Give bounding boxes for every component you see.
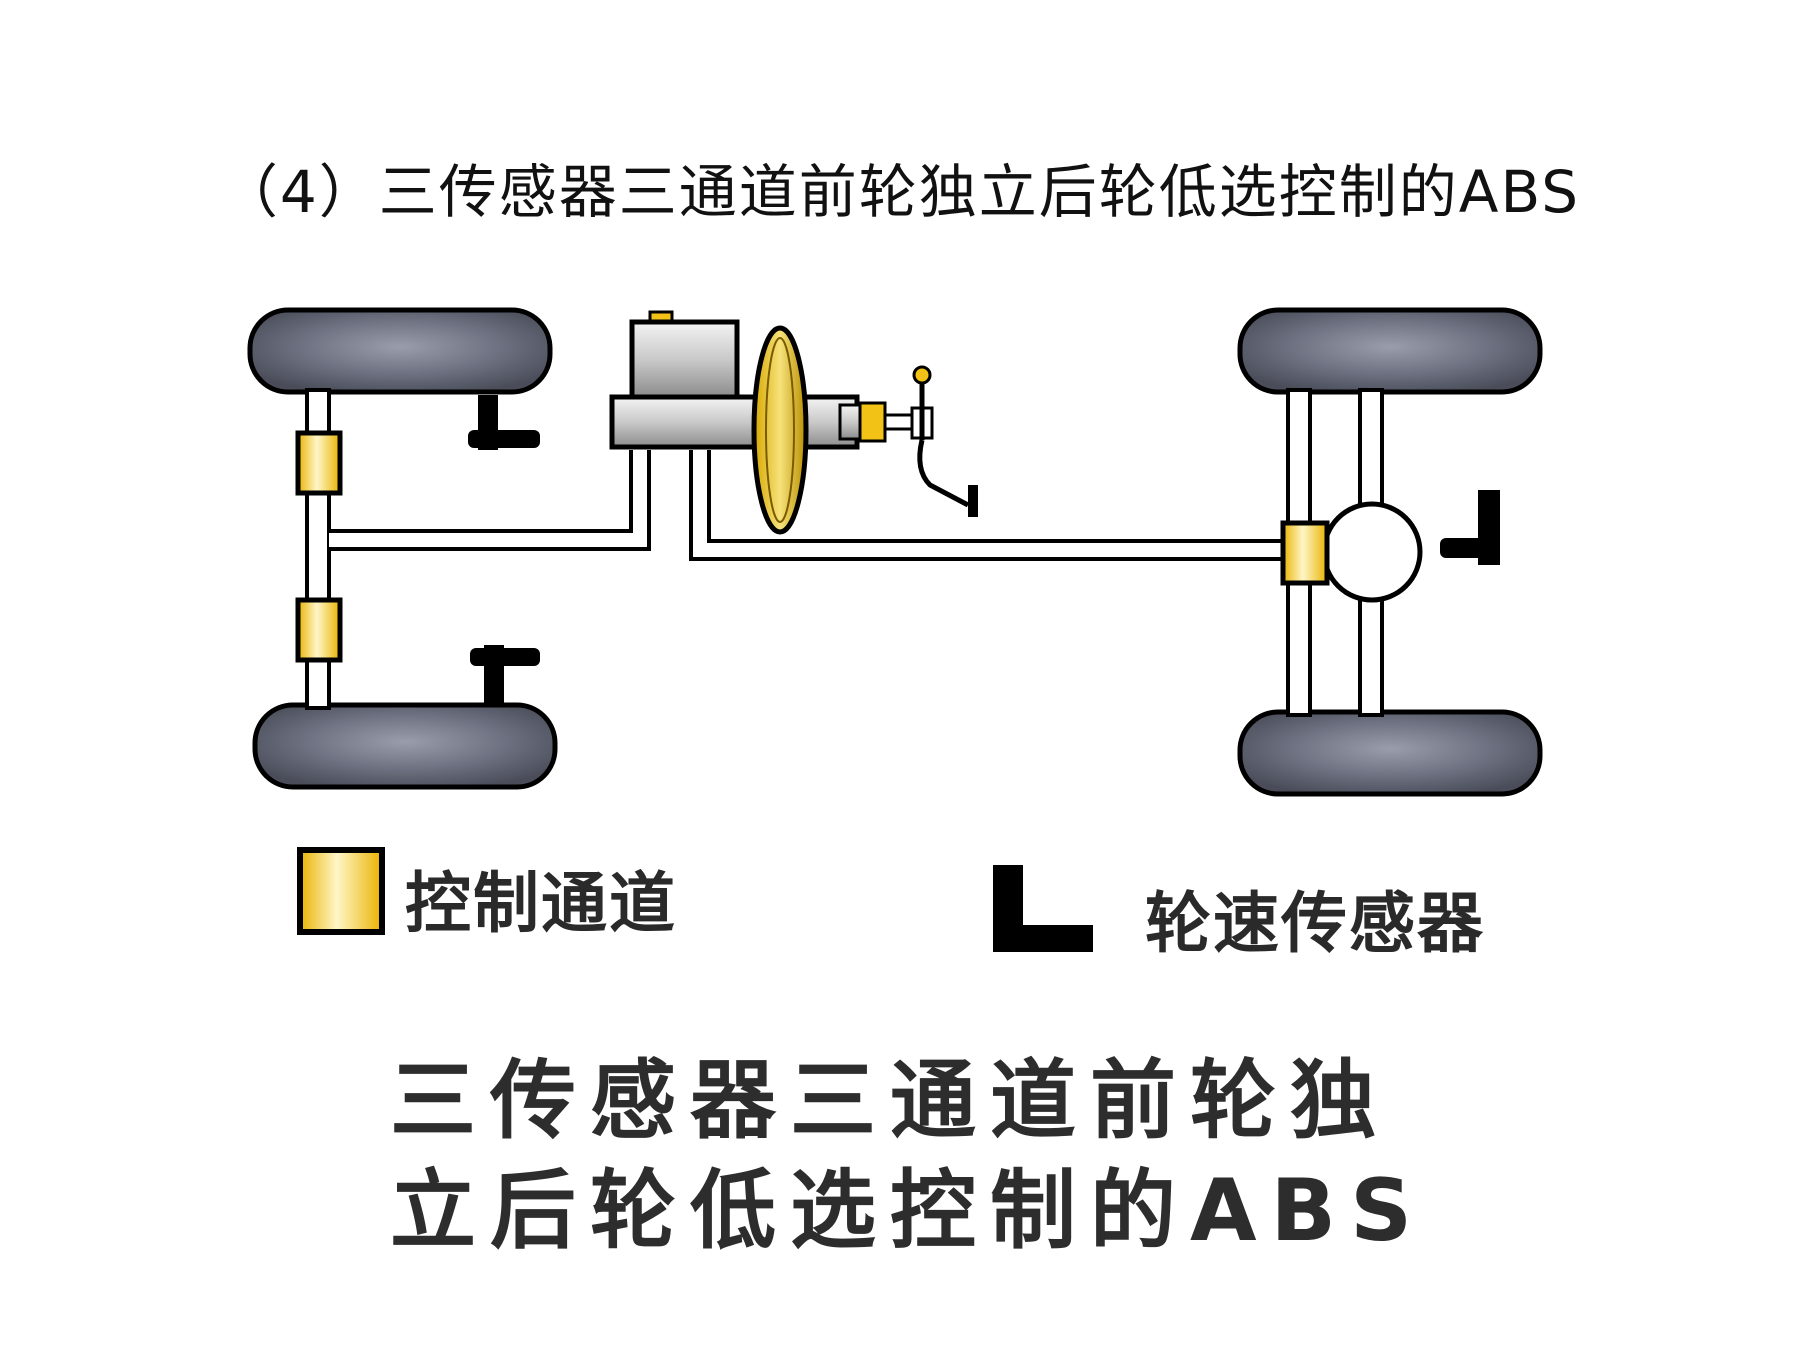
- master-cylinder: [609, 310, 867, 450]
- legend-control-channel-icon: [297, 847, 385, 935]
- brake-pedal: [912, 365, 978, 517]
- differential: [1321, 501, 1423, 603]
- brake-booster: [751, 325, 809, 535]
- caption-line-2: 立后轮低选控制的ABS: [390, 1161, 1427, 1261]
- control-channel-rear-left: [295, 597, 343, 663]
- wheel-speed-sensor-rear-left: [470, 645, 540, 705]
- page-title: （4）三传感器三通道前轮独立后轮低选控制的ABS: [219, 158, 1581, 226]
- control-channel-front-left: [295, 430, 343, 496]
- caption-line-1: 三传感器三通道前轮独: [390, 1051, 1390, 1151]
- legend-control-channel-label: 控制通道: [405, 865, 677, 942]
- control-channel-rear: [1280, 520, 1330, 586]
- wheel-speed-sensor-rear: [1440, 490, 1500, 565]
- rear-left-tire: [252, 702, 558, 790]
- legend-wheel-speed-sensor-label: 轮速传感器: [1145, 885, 1485, 962]
- front-left-tire: [247, 307, 553, 395]
- brake-line-right: [689, 450, 1285, 561]
- right-axle: [1286, 388, 1423, 717]
- wheel-speed-sensor-front-left: [468, 395, 540, 450]
- legend-wheel-speed-sensor-icon: [993, 865, 1093, 952]
- pushrod: [858, 401, 934, 443]
- front-right-tire: [1237, 307, 1543, 395]
- brake-line-left: [329, 450, 651, 551]
- rear-right-tire: [1237, 709, 1543, 797]
